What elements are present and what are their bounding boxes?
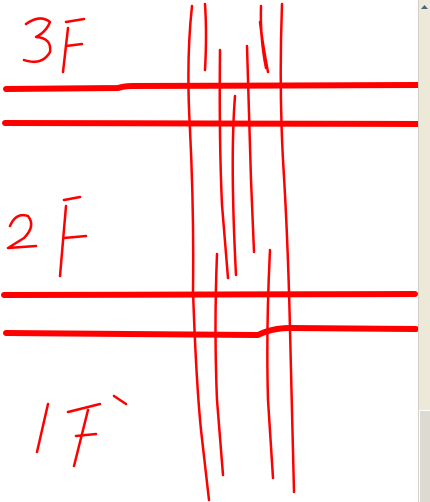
drawing-canvas[interactable] [0,0,418,502]
vertical-scrollbar[interactable] [418,0,430,502]
column-line-1 [187,4,211,502]
column-line-4 [231,94,238,277]
floor-line-2f-top [1,291,418,298]
floor-line-3f-top [3,82,418,92]
column-line-8 [279,2,296,494]
floor-label-1f [35,394,128,468]
column-line-10 [266,248,275,480]
floor-line-3f-bottom [2,120,418,127]
triangle-up-icon [421,5,428,9]
column-line-7 [258,20,270,74]
scroll-thumb[interactable] [419,410,430,502]
column-line-5 [245,44,256,254]
floor-line-2f-bottom [3,325,418,338]
column-line-2 [203,2,208,72]
column-line-3 [218,48,230,280]
column-line-9 [214,252,225,477]
scroll-up-button[interactable] [419,0,430,14]
floor-label-2f [6,195,88,278]
floor-sketch [1,2,418,502]
floor-label-3f [22,17,86,74]
